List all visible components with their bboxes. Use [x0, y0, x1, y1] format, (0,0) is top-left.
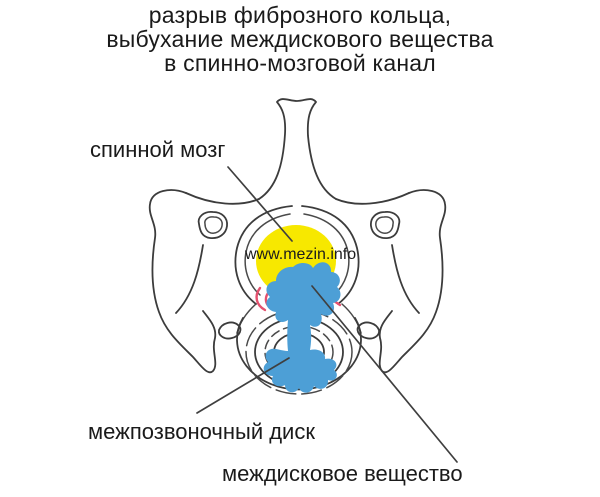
vertebra-outline — [148, 98, 447, 374]
label-intervertebral-disc: межпозвоночный диск — [88, 419, 315, 444]
spinous-process-outline — [258, 98, 337, 200]
leader-line-spinal-cord — [227, 166, 293, 242]
leader-line-disc — [196, 357, 290, 414]
title-line-1: разрыв фиброзного кольца, — [148, 2, 452, 28]
right-transverse-process — [378, 189, 447, 374]
title-line-3: в спинно-мозговой канал — [164, 50, 436, 76]
watermark-text: www.mezin.info — [245, 246, 357, 263]
left-foramen — [197, 211, 228, 239]
left-transverse-process — [148, 189, 217, 374]
spinal-canal-wall — [234, 205, 293, 305]
hernia-shape — [263, 262, 341, 393]
leader-line-substance — [311, 285, 458, 463]
right-foramen — [370, 211, 401, 239]
label-interdisc-substance: междисковое вещество — [222, 461, 463, 486]
diagram-title: разрыв фиброзного кольца, выбухание межд… — [0, 3, 600, 75]
title-line-2: выбухание междискового вещества — [106, 26, 494, 52]
label-spinal-cord: спинной мозг — [90, 137, 226, 162]
